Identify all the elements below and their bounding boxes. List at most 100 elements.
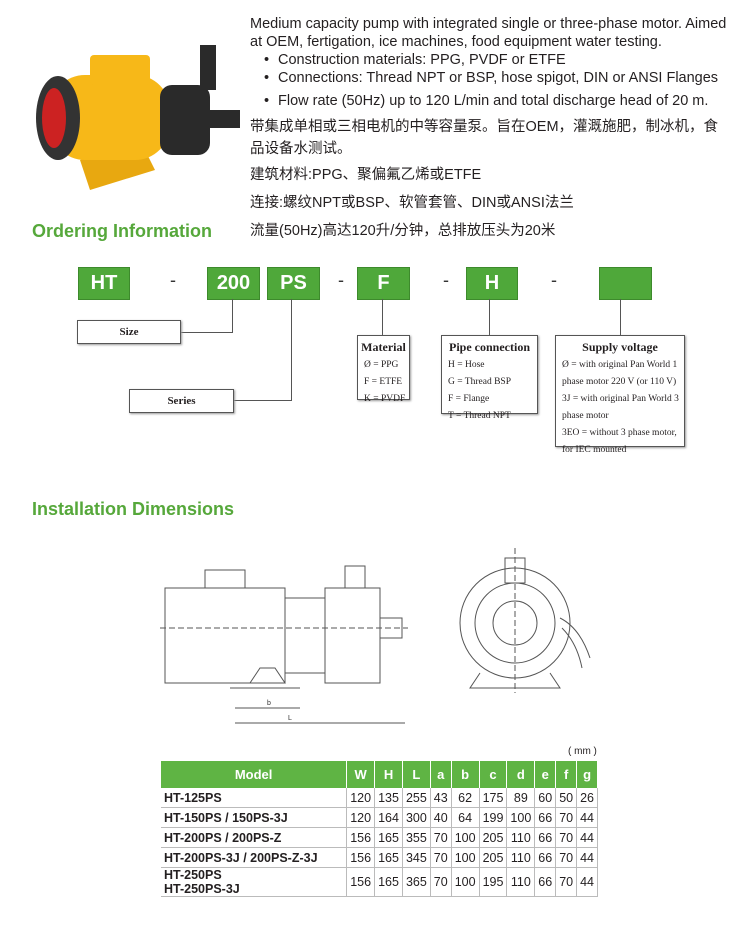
bullet: Flow rate (50Hz) up to 120 L/min and tot… xyxy=(264,92,732,110)
value-cell: 120 xyxy=(346,788,376,808)
ordering-title: Ordering Information xyxy=(32,221,212,241)
value-cell: 365 xyxy=(402,867,431,897)
install-title: Installation Dimensions xyxy=(32,499,235,519)
cn-text: 流量(50Hz)高达120升/分钟，总排放压头为20米 xyxy=(250,223,556,239)
pump-photo xyxy=(36,45,240,190)
value-cell: 62 xyxy=(451,788,480,808)
value-cell: 255 xyxy=(402,788,431,808)
value-cell: 70 xyxy=(430,827,452,848)
bullet: Connections: Thread NPT or BSP, hose spi… xyxy=(264,69,732,87)
column-header: f xyxy=(555,761,578,788)
size-label: Size xyxy=(77,320,181,344)
value-cell: 300 xyxy=(402,807,431,828)
code-pipe: H xyxy=(466,267,518,300)
value-cell: 66 xyxy=(534,827,557,848)
value-cell: 70 xyxy=(555,847,578,868)
value-cell: 64 xyxy=(451,807,480,828)
value-cell: 135 xyxy=(374,788,403,808)
column-header: d xyxy=(506,761,536,788)
column-header: a xyxy=(430,761,452,788)
value-cell: 26 xyxy=(576,788,598,808)
value-cell: 70 xyxy=(555,807,578,828)
column-header: c xyxy=(479,761,508,788)
model-cell: HT-200PS / 200PS-Z xyxy=(161,827,348,848)
column-header: H xyxy=(374,761,403,788)
pipe-title: Pipe connection xyxy=(449,340,530,354)
column-header: b xyxy=(451,761,480,788)
row: Ø = PPG xyxy=(364,360,399,370)
cn-text: 带集成单相或三相电机的中等容量泵。旨在OEM，灌溉施肥，制冰机，食品设备水测试。 xyxy=(250,119,719,157)
value-cell: 175 xyxy=(479,788,508,808)
value-cell: 156 xyxy=(346,867,376,897)
bullet: Construction materials: PPG, PVDF or ETF… xyxy=(264,51,732,69)
code-size: 200 xyxy=(207,267,260,300)
value-cell: 60 xyxy=(534,788,557,808)
series-label: Series xyxy=(129,389,234,413)
value-cell: 205 xyxy=(479,847,508,868)
intro: Medium capacity pump with integrated sin… xyxy=(250,15,732,242)
value-cell: 110 xyxy=(506,827,536,848)
row: K = PVDF xyxy=(364,394,406,404)
row: G = Thread BSP xyxy=(448,377,511,387)
value-cell: 120 xyxy=(346,807,376,828)
cn-text: 连接:螺纹NPT或BSP、软管套管、DIN或ANSI法兰 xyxy=(250,195,574,211)
cn-text: 建筑材料:PPG、聚偏氟乙烯或ETFE xyxy=(250,167,482,183)
value-cell: 43 xyxy=(430,788,452,808)
model-cell: HT-125PS xyxy=(161,788,348,808)
value-cell: 100 xyxy=(506,807,536,828)
voltage-box: Supply voltage Ø = with original Pan Wor… xyxy=(555,335,685,455)
unit-label: ( mm ) xyxy=(568,746,597,757)
value-cell: 40 xyxy=(430,807,452,828)
code-material: F xyxy=(357,267,410,300)
material-box: Material Ø = PPG F = ETFE K = PVDF xyxy=(357,335,410,404)
value-cell: 165 xyxy=(374,867,403,897)
value-cell: 44 xyxy=(576,867,598,897)
value-cell: 70 xyxy=(555,867,578,897)
value-cell: 66 xyxy=(534,847,557,868)
dash: - xyxy=(170,270,176,290)
column-header: Model xyxy=(161,761,348,788)
column-header: W xyxy=(346,761,376,788)
value-cell: 100 xyxy=(451,847,480,868)
column-header: L xyxy=(402,761,431,788)
dim-l: L xyxy=(288,715,292,722)
value-cell: 195 xyxy=(479,867,508,897)
pipe-box: Pipe connection H = Hose G = Thread BSP … xyxy=(441,335,538,421)
code-voltage xyxy=(599,267,652,300)
column-header: g xyxy=(576,761,598,788)
row: Ø = with original Pan World 1 phase moto… xyxy=(562,360,678,387)
value-cell: 110 xyxy=(506,867,536,897)
row: H = Hose xyxy=(448,360,485,370)
column-header: e xyxy=(534,761,557,788)
code-series: PS xyxy=(267,267,320,300)
row: 3J = with original Pan World 3 phase mot… xyxy=(562,394,679,421)
value-cell: 44 xyxy=(576,847,598,868)
value-cell: 100 xyxy=(451,867,480,897)
row: F = Flange xyxy=(448,394,490,404)
dash: - xyxy=(443,270,449,290)
value-cell: 89 xyxy=(506,788,536,808)
row: T = Thread NPT xyxy=(448,411,511,421)
value-cell: 199 xyxy=(479,807,508,828)
value-cell: 70 xyxy=(555,827,578,848)
code-ht: HT xyxy=(78,267,130,300)
dash: - xyxy=(551,270,557,290)
side-view-drawing: b L xyxy=(160,565,408,724)
intro-text: Medium capacity pump with integrated sin… xyxy=(250,16,727,50)
value-cell: 355 xyxy=(402,827,431,848)
value-cell: 110 xyxy=(506,847,536,868)
model-cell: HT-250PS HT-250PS-3J xyxy=(161,867,348,897)
dim-b: b xyxy=(267,700,271,707)
value-cell: 100 xyxy=(451,827,480,848)
value-cell: 165 xyxy=(374,827,403,848)
row: 3EO = without 3 phase motor, for IEC mou… xyxy=(562,428,677,455)
value-cell: 70 xyxy=(430,847,452,868)
material-title: Material xyxy=(361,340,406,354)
model-cell: HT-150PS / 150PS-3J xyxy=(161,807,348,828)
